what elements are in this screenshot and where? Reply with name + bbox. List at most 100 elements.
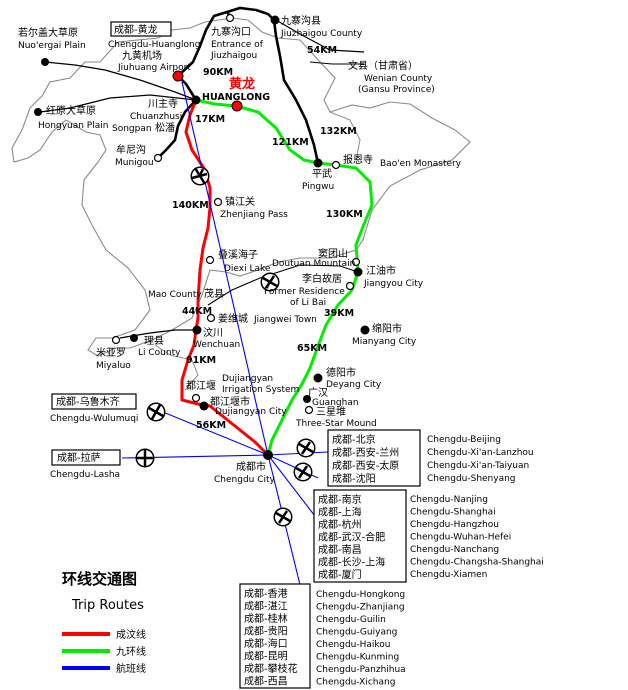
songpan-label: Songpan xyxy=(112,124,152,134)
baoen-en: Bao'en Monastery xyxy=(380,159,462,169)
road-mao-county xyxy=(207,264,359,306)
flight-route-item: 成都-南京 xyxy=(318,493,362,506)
zhenjiang-label: 镇江关 xyxy=(225,195,255,208)
legend-subtitle: Trip Routes xyxy=(71,598,144,613)
flight-box-east xyxy=(313,489,407,583)
chuanzhusi-label: 川主寺 xyxy=(148,98,178,110)
flight-route-item: Chengdu-Haikou xyxy=(316,640,391,650)
wenchuan-en: Wenchuan xyxy=(193,340,240,350)
distance-label: 132KM xyxy=(320,126,357,137)
hongyuan-en: Hongyuan Plain xyxy=(38,121,108,131)
flight-route-item: 成都-南昌 xyxy=(318,543,362,556)
legend-title: 环线交通图 xyxy=(62,570,137,588)
doutuan-en: Doutuan Mountain xyxy=(272,259,355,269)
flight-route-item: Chengdu-Xichang xyxy=(316,678,395,688)
flight-route-item: 成都-香港 xyxy=(244,588,288,600)
flight-route-item: Chengdu-Xi'an-Taiyuan xyxy=(427,461,529,471)
flight-route-item: Chengdu-Zhanjiang xyxy=(316,603,405,613)
flight-route-item: Chengdu-Nanchang xyxy=(410,545,499,555)
flight-wulumuqi-label: 成都-乌鲁木齐 xyxy=(56,395,120,408)
flight-route-item: 成都-沈阳 xyxy=(332,472,376,485)
airport-cn2: 九黄机场 xyxy=(122,49,162,62)
airplane-icon xyxy=(190,166,210,186)
jiuzhaigou-entrance-en: Entrance of xyxy=(211,40,264,50)
flight-route-item: 成都-海口 xyxy=(244,637,288,650)
place-markers xyxy=(34,13,370,460)
hongyuan-label: 红原大草原 xyxy=(46,104,96,117)
jiangyou-en: Jiangyou City xyxy=(363,279,424,289)
flight-route-item: 成都-厦门 xyxy=(318,568,362,581)
flight-lasa-en: Chengdu-Lasha xyxy=(50,470,120,480)
diexi-en: Diexi Lake xyxy=(224,264,271,274)
flight-route-item: Chengdu-Wuhan-Hefei xyxy=(410,533,511,543)
huanglong-label: 黄龙 xyxy=(229,76,255,92)
airplane-icon xyxy=(296,438,316,458)
distance-label: 91KM xyxy=(186,355,216,366)
djy-system-en2: Irrigation System xyxy=(222,385,299,395)
jiangwei-en: Jiangwei Town xyxy=(253,315,317,325)
wenian-en1: Wenian County xyxy=(364,74,433,84)
airport-en1: Chengdu-Huanglong xyxy=(108,40,200,50)
lixian-label: 理县 xyxy=(144,335,164,347)
flight-route-item: Chengdu-Beijing xyxy=(427,435,501,445)
flight-route-item: Chengdu-Shenyang xyxy=(427,474,516,484)
flight-route-item: Chengdu-Xiamen xyxy=(410,570,487,580)
chengdu-en: Chengdu City xyxy=(214,475,276,485)
deyang-label: 德阳市 xyxy=(326,366,356,379)
flight-route-item: 成都-北京 xyxy=(332,433,376,446)
flight-route-item: Chengdu-Changsha-Shanghai xyxy=(410,558,544,568)
airplane-icon xyxy=(273,507,293,527)
jiuzhaigou-entrance-en2: Jiuzhaigou xyxy=(210,51,257,61)
mianyang-label: 绵阳市 xyxy=(372,322,402,335)
distance-label: 65KM xyxy=(297,343,327,354)
wenian-en2: (Gansu Province) xyxy=(358,85,435,95)
jiuzhaigou-county-en: Jiuzhaigou County xyxy=(280,29,363,39)
munigou-en: Munigou xyxy=(115,158,154,168)
munigou-label: 牟尼沟 xyxy=(116,143,146,156)
distance-label: 54KM xyxy=(307,45,337,56)
flight-route-item: 成都-上海 xyxy=(318,506,362,519)
flight-route-item: 成都-杭州 xyxy=(318,518,362,531)
mianyang-en: Mianyang City xyxy=(352,337,417,347)
baoen-label: 报恩寺 xyxy=(343,153,373,166)
wenchuan-label: 汶川 xyxy=(203,326,223,339)
route-jiuhuan-top xyxy=(195,98,237,108)
flight-box-south xyxy=(239,583,311,689)
flight-list-north-en: Chengdu-BeijingChengdu-Xi'an-LanzhouChen… xyxy=(427,435,534,484)
flight-route-item: Chengdu-Hongkong xyxy=(316,590,405,600)
flight-box-north xyxy=(327,429,421,487)
flight-route-item: Chengdu-Kunming xyxy=(316,653,399,663)
flight-list-east-en: Chengdu-NanjingChengdu-ShanghaiChengdu-H… xyxy=(410,495,544,580)
flight-route-item: 成都-贵阳 xyxy=(244,625,288,638)
djy-system-en1: Dujiangyan xyxy=(222,374,273,384)
miyaluo-en: Miyaluo xyxy=(96,361,131,371)
sanxingdui-en: Three-Star Mound xyxy=(295,419,377,429)
distance-label: 17KM xyxy=(195,114,225,125)
guanghan-label: 广汉 xyxy=(308,387,328,399)
county-border-2 xyxy=(329,111,361,161)
road-nuoergai xyxy=(44,61,197,101)
flight-route-item: Chengdu-Guilin xyxy=(316,615,386,625)
road-jiuzhai-county xyxy=(275,19,365,53)
jiangwei-label: 姜维城 xyxy=(218,312,248,325)
libai-en2: of Li Bai xyxy=(290,298,326,308)
jiuzhaigou-entrance-label: 九寨沟口 xyxy=(211,25,251,38)
legend-label: 九环线 xyxy=(116,645,146,658)
airplane-icon xyxy=(260,272,280,292)
distance-label: 56KM xyxy=(196,420,226,431)
flight-route-item: 成都-桂林 xyxy=(244,612,288,625)
road-hongyuan xyxy=(39,94,197,113)
airplane-icon xyxy=(146,402,166,422)
flight-route-item: 成都-湛江 xyxy=(244,601,288,613)
wenian-label: 文县（甘肃省） xyxy=(348,59,418,72)
distance-label: 140KM xyxy=(172,200,209,211)
airport-label: 成都-黄龙 xyxy=(114,23,158,36)
zhenjiang-en: Zhenjiang Pass xyxy=(220,210,288,220)
road-songpan-black xyxy=(157,99,197,159)
pingwu-en: Pingwu xyxy=(302,182,334,192)
flight-list-east-cn: 成都-南京成都-上海成都-杭州成都-武汉-合肥成都-南昌成都-长沙-上海成都-厦… xyxy=(318,493,385,581)
distance-label: 39KM xyxy=(324,308,354,319)
